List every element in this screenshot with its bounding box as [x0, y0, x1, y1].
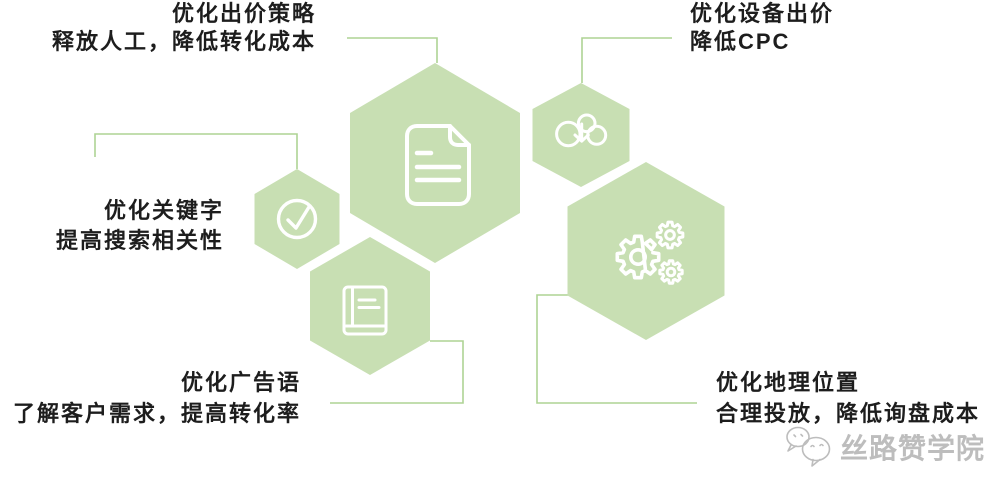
document-icon — [405, 124, 471, 206]
connector-keyword — [94, 133, 298, 169]
label-device-bid: 优化设备出价 降低CPC — [690, 0, 834, 56]
connector-geo — [536, 294, 697, 404]
label-subtitle: 了解客户需求，提高转化率 — [12, 401, 301, 426]
hexagon-gears — [567, 162, 725, 340]
label-subtitle: 合理投放，降低询盘成本 — [716, 401, 981, 426]
gears-icon — [615, 220, 685, 285]
hexagon-document — [350, 63, 520, 263]
hexagon-check — [254, 169, 340, 269]
label-title: 优化关键字 — [103, 198, 224, 223]
label-geo: 优化地理位置 合理投放，降低询盘成本 — [716, 367, 980, 429]
label-title: 优化设备出价 — [690, 1, 835, 26]
gear-small-top — [655, 220, 685, 250]
label-subtitle: 降低CPC — [690, 29, 791, 54]
label-ad-copy: 优化广告语 了解客户需求，提高转化率 — [0, 367, 301, 429]
connector-lines — [94, 37, 697, 404]
brand-watermark: 丝路赞学院 — [782, 424, 985, 470]
label-title: 优化地理位置 — [716, 370, 861, 395]
connector-bid-strategy — [347, 37, 438, 63]
connector-ad-copy — [330, 340, 464, 404]
cloud-download-icon — [555, 113, 608, 148]
connector-device-bid — [581, 37, 672, 83]
gear-large — [615, 234, 661, 280]
check-circle-icon — [276, 198, 318, 240]
label-keyword: 优化关键字 提高搜索相关性 — [0, 196, 224, 256]
book-icon — [342, 285, 388, 336]
brand-name: 丝路赞学院 — [840, 433, 986, 464]
gear-small-bottom — [658, 259, 684, 285]
label-title: 优化广告语 — [180, 370, 301, 395]
label-subtitle: 提高搜索相关性 — [55, 228, 224, 253]
label-subtitle: 释放人工，降低转化成本 — [51, 29, 316, 54]
label-bid-strategy: 优化出价策略 释放人工，降低转化成本 — [0, 0, 316, 56]
label-title: 优化出价策略 — [171, 1, 316, 26]
hexagons — [254, 63, 725, 375]
chat-bubbles-icon — [786, 426, 831, 467]
